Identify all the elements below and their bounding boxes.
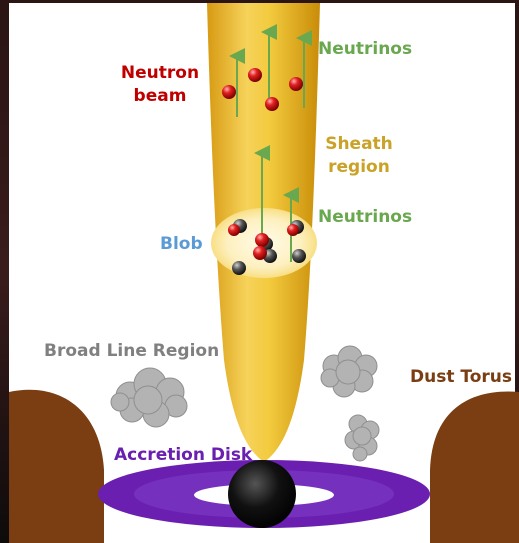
neutrinos-label-top: Neutrinos: [318, 38, 412, 61]
dust-torus-label: Dust Torus: [410, 366, 512, 389]
broad-line-region-label: Broad Line Region: [44, 340, 219, 363]
proton-particle: [292, 249, 306, 263]
neutron-particle: [222, 85, 236, 99]
black-hole: [228, 460, 296, 528]
neutron-beam-label: Neutron beam: [118, 62, 202, 108]
proton-particle: [232, 261, 246, 275]
neutron-particle: [228, 224, 240, 236]
accretion-disk-label: Accretion Disk: [114, 444, 252, 467]
neutron-particle: [253, 246, 267, 260]
neutron-particle: [248, 68, 262, 82]
neutron-particle: [289, 77, 303, 91]
neutron-particle: [265, 97, 279, 111]
neutron-particle: [255, 233, 269, 247]
neutrinos-label-mid: Neutrinos: [318, 206, 412, 229]
sheath-region-label: Sheath region: [320, 133, 398, 179]
neutron-particle: [287, 224, 299, 236]
blob-label: Blob: [160, 233, 203, 256]
